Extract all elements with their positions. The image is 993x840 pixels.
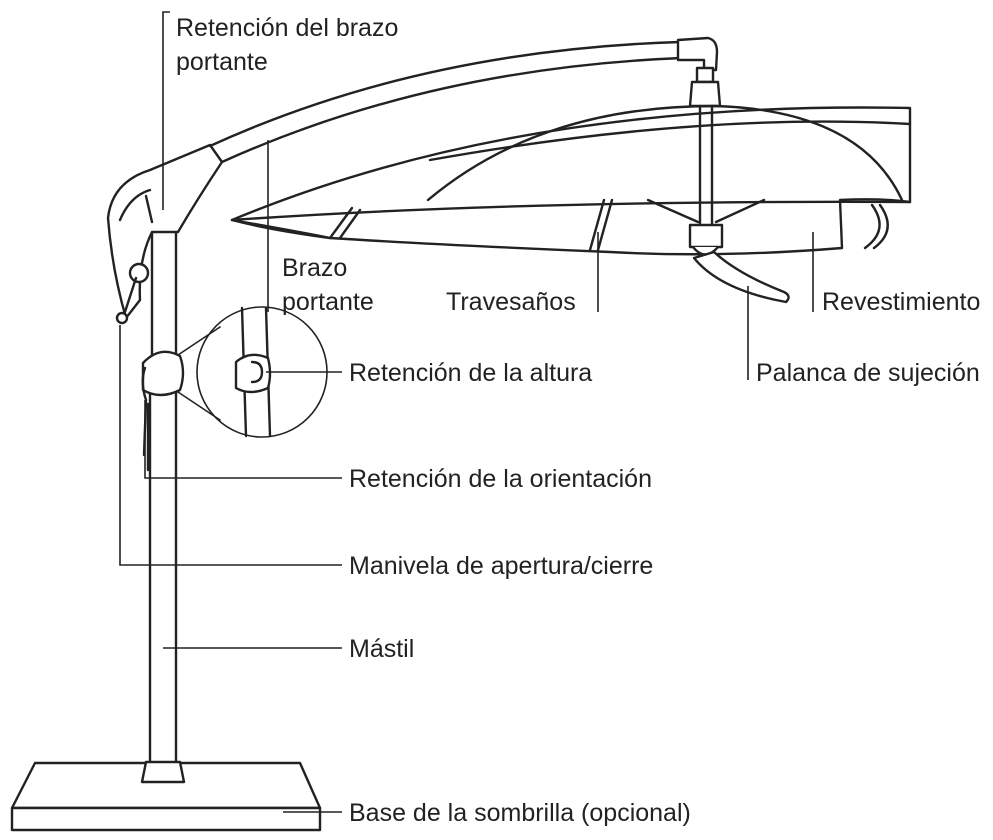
- leader-lines: [119, 11, 814, 813]
- label-clamp-lever: Palanca de sujeción: [756, 359, 980, 387]
- umbrella-base-shape: [10, 761, 322, 832]
- clamp-lever-shape: [688, 223, 790, 304]
- ribs-shape: [328, 104, 889, 252]
- label-mast: Mástil: [349, 635, 414, 663]
- canopy-shape: [230, 104, 912, 256]
- label-base: Base de la sombrilla (opcional): [349, 799, 691, 827]
- label-arm-retention-line2: portante: [176, 48, 268, 76]
- arm-hub-shape: [106, 143, 224, 325]
- label-arm-line1: Brazo: [282, 254, 347, 282]
- height-detail-zoom: [177, 306, 328, 438]
- label-arm-line2: portante: [282, 288, 374, 316]
- label-arm-retention-line1: Retención del brazo: [176, 14, 398, 42]
- label-orientation-retention: Retención de la orientación: [349, 465, 652, 493]
- mast-shape: [140, 213, 186, 784]
- label-crank: Manivela de apertura/cierre: [349, 552, 653, 580]
- label-height-retention: Retención de la altura: [349, 359, 592, 387]
- label-canopy: Revestimiento: [822, 288, 980, 316]
- support-arm-shape: [208, 36, 722, 164]
- height-collar-shape: [141, 350, 185, 472]
- label-ribs: Travesaños: [446, 288, 576, 316]
